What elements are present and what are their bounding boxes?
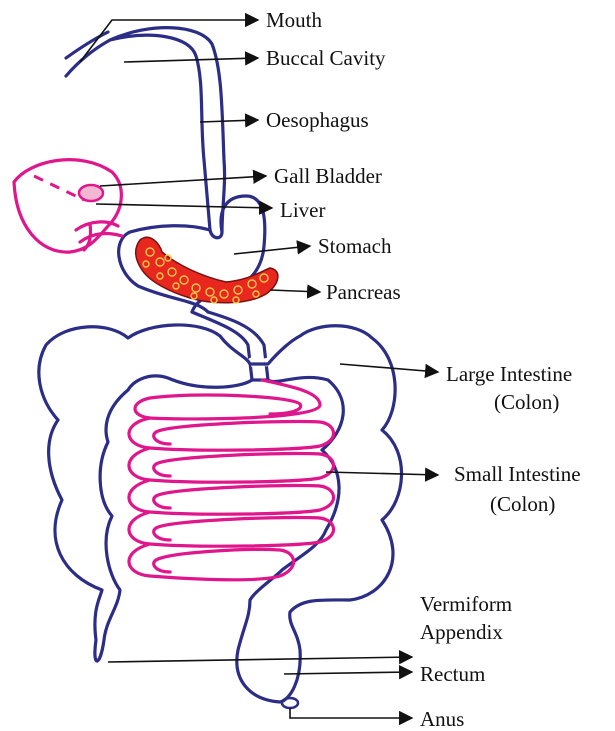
label-large-intestine-colon: (Colon) (494, 390, 559, 414)
label-small-intestine: Small Intestine (454, 462, 581, 486)
label-pancreas: Pancreas (326, 280, 401, 304)
label-mouth: Mouth (266, 8, 322, 32)
mouth-lips (66, 32, 110, 76)
label-large-intestine: Large Intestine (446, 362, 572, 386)
label-liver: Liver (280, 198, 325, 222)
gall-bladder (79, 185, 103, 201)
label-anus: Anus (420, 707, 464, 731)
label-buccal-cavity: Buccal Cavity (266, 46, 386, 70)
label-small-intestine-colon: (Colon) (490, 492, 555, 516)
label-stomach: Stomach (318, 234, 392, 258)
label-oesophagus: Oesophagus (266, 108, 369, 132)
label-appendix: Appendix (420, 620, 503, 644)
small-intestine (129, 380, 334, 580)
anus (282, 698, 298, 708)
label-rectum: Rectum (420, 662, 485, 686)
liver (14, 160, 121, 252)
label-gall-bladder: Gall Bladder (274, 164, 382, 188)
label-vermiform: Vermiform (420, 592, 512, 616)
liver-dashed-divider (34, 176, 84, 200)
leader-lines (80, 20, 438, 718)
